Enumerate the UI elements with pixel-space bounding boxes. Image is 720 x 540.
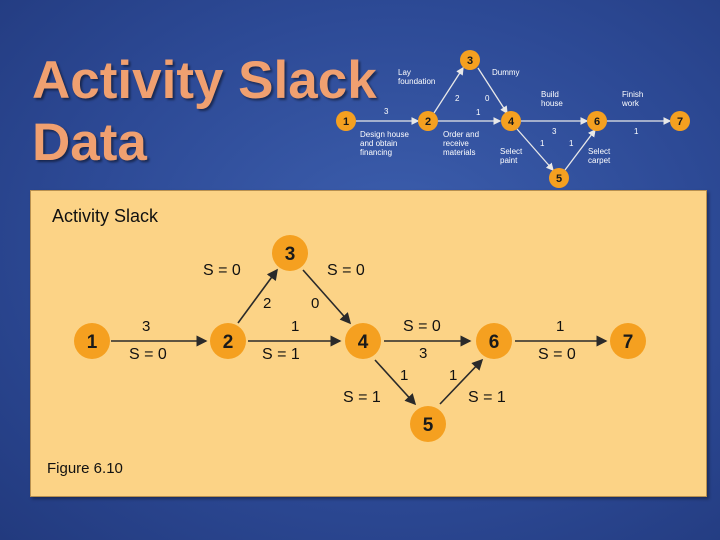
top-duration-5-6: 1: [569, 139, 574, 148]
figure-caption: Figure 6.10: [47, 460, 123, 477]
svg-text:1: 1: [343, 116, 349, 128]
top-duration-3-4: 0: [485, 94, 490, 103]
slack-node-3: 3: [272, 235, 308, 271]
slack-label-4-5: S = 1: [343, 389, 381, 406]
title-line-1: Activity Slack: [32, 51, 377, 110]
slack-node-2: 2: [210, 323, 246, 359]
top-node-7: 7: [670, 111, 690, 131]
slack-label-1-2: S = 0: [129, 346, 167, 363]
slack-duration-6-7: 1: [556, 318, 564, 335]
top-duration-4-6: 3: [552, 127, 557, 136]
top-node-4: 4: [501, 111, 521, 131]
slack-panel-heading: Activity Slack: [52, 206, 159, 226]
slack-label-2-3: S = 0: [203, 262, 241, 279]
slack-node-6: 6: [476, 323, 512, 359]
slack-label-3-4: S = 0: [327, 262, 365, 279]
slack-label-6-7: S = 0: [538, 346, 576, 363]
slack-duration-5-6: 1: [449, 367, 457, 384]
top-duration-4-5: 1: [540, 139, 545, 148]
slack-node-5: 5: [410, 406, 446, 442]
svg-text:3: 3: [285, 244, 296, 265]
svg-text:6: 6: [594, 116, 600, 128]
slack-edge-3-4: [302, 269, 352, 325]
top-edge-4-5: [516, 128, 554, 171]
slack-duration-4-6: 3: [419, 345, 427, 362]
slack-edge-2-3: [237, 268, 278, 324]
slack-duration-2-3: 2: [263, 295, 271, 312]
svg-text:2: 2: [223, 332, 234, 353]
top-duration-2-4: 1: [476, 108, 481, 117]
slack-label-4-6: S = 0: [403, 318, 441, 335]
top-node-2: 2: [418, 111, 438, 131]
svg-text:1: 1: [87, 332, 98, 353]
slack-edge-5-6: [439, 358, 484, 405]
top-edge-3-4: [477, 67, 508, 115]
top-node-6: 6: [587, 111, 607, 131]
svg-text:5: 5: [423, 415, 434, 436]
svg-text:7: 7: [623, 332, 634, 353]
top-node-5: 5: [549, 168, 569, 188]
top-edge-5-6: [564, 128, 596, 171]
slack-duration-2-4: 1: [291, 318, 299, 335]
svg-text:4: 4: [358, 332, 369, 353]
top-duration-6-7: 1: [634, 127, 639, 136]
svg-text:5: 5: [556, 173, 562, 185]
slack-node-4: 4: [345, 323, 381, 359]
top-duration-1-2: 3: [384, 107, 389, 116]
slack-edge-4-5: [374, 359, 417, 406]
slack-duration-3-4: 0: [311, 295, 319, 312]
svg-text:7: 7: [677, 116, 683, 128]
slack-duration-1-2: 3: [142, 318, 150, 335]
svg-text:2: 2: [425, 116, 431, 128]
top-node-3: 3: [460, 50, 480, 70]
slack-duration-4-5: 1: [400, 367, 408, 384]
activity-label-dummy: Dummy: [492, 68, 520, 77]
page-title: Activity Slack Data: [32, 50, 377, 174]
top-duration-2-3: 2: [455, 94, 460, 103]
title-line-2: Data: [32, 113, 147, 172]
slack-label-5-6: S = 1: [468, 389, 506, 406]
svg-text:6: 6: [489, 332, 500, 353]
top-node-1: 1: [336, 111, 356, 131]
slack-node-1: 1: [74, 323, 110, 359]
svg-text:4: 4: [508, 116, 515, 128]
slack-node-7: 7: [610, 323, 646, 359]
top-edge-2-3: [433, 66, 464, 114]
svg-text:3: 3: [467, 55, 473, 67]
slack-label-2-4: S = 1: [262, 346, 300, 363]
